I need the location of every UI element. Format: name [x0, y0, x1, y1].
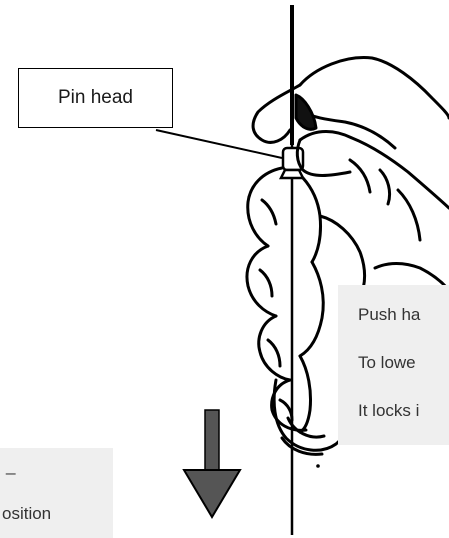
left-callout-line-2: osition [2, 504, 51, 524]
down-arrow-icon [184, 410, 240, 517]
right-callout-line-2: To lowe [358, 353, 416, 373]
right-callout: Push ha To lowe It locks i [338, 285, 449, 445]
right-callout-line-3: It locks i [358, 401, 419, 421]
left-callout-line-1: _ [6, 456, 15, 476]
dot-mark [316, 464, 320, 468]
right-callout-line-1: Push ha [358, 305, 420, 325]
left-callout: _ osition [0, 448, 113, 538]
pin-head-leader-line [156, 130, 282, 158]
pin-head-label: Pin head [18, 68, 173, 128]
